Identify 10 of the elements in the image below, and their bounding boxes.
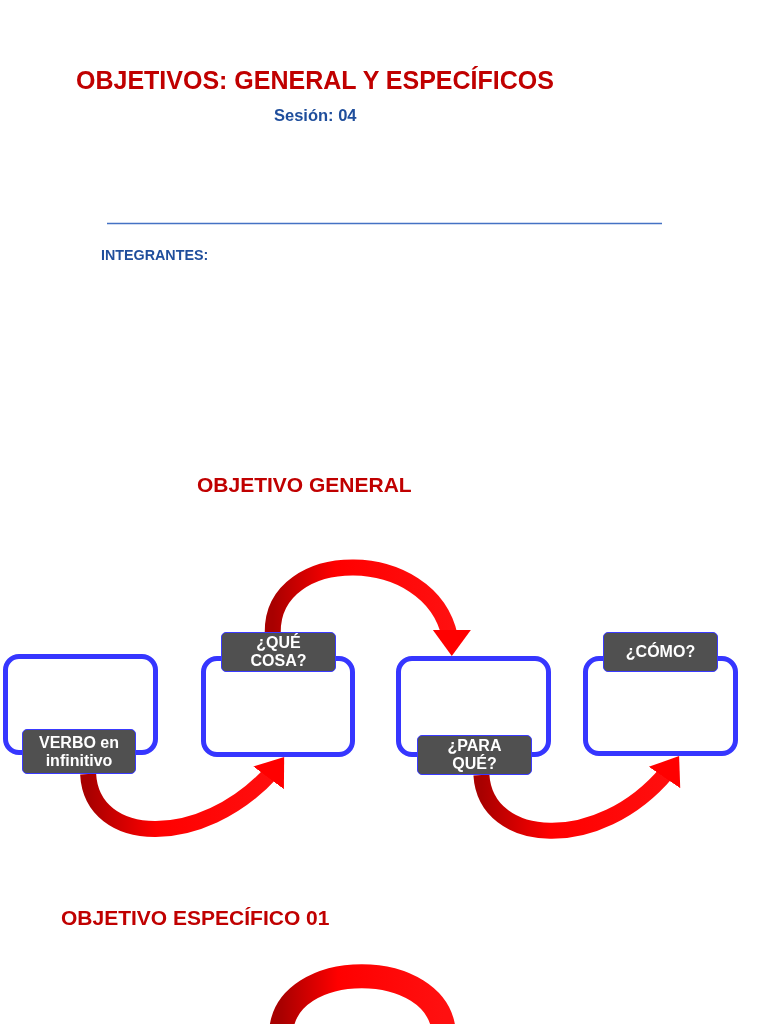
label-tag: ¿PARA QUÉ? bbox=[417, 735, 532, 775]
curved-arrow bbox=[264, 559, 468, 658]
section-heading: OBJETIVO ESPECÍFICO 01 bbox=[61, 907, 330, 928]
label-tag: ¿QUÉ COSA? bbox=[221, 632, 336, 672]
session-label: Sesión: 04 bbox=[274, 107, 357, 124]
members-label: INTEGRANTES: bbox=[101, 247, 209, 262]
page-title: OBJETIVOS: GENERAL Y ESPECÍFICOS bbox=[76, 68, 554, 93]
label-tag: VERBO en infinitivo bbox=[22, 729, 136, 774]
label-tag: ¿CÓMO? bbox=[603, 632, 718, 672]
section-heading: OBJETIVO GENERAL bbox=[197, 474, 412, 495]
